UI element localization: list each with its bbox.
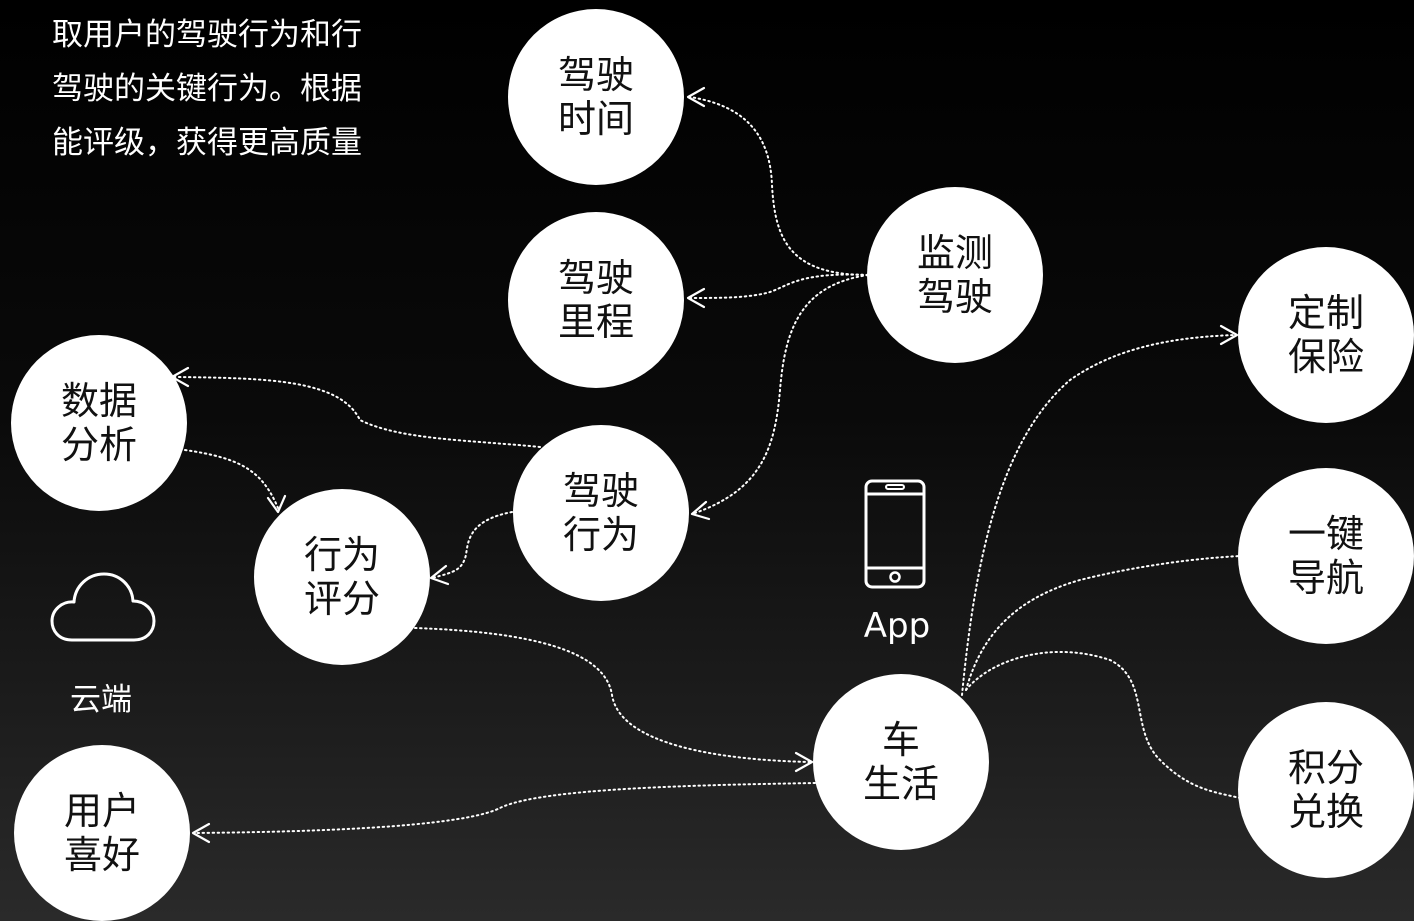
node-car-life: 车 生活 — [813, 674, 989, 850]
intro-line-1: 取用户的驾驶行为和行 — [52, 17, 362, 53]
node-drive-behavior: 驾驶 行为 — [513, 425, 689, 601]
arrowhead-time — [686, 86, 706, 108]
node-one-key-navigation-label: 一键 导航 — [1287, 512, 1364, 600]
node-one-key-navigation: 一键 导航 — [1238, 468, 1414, 644]
arrowhead-score-top — [266, 494, 287, 514]
cloud-label: 云端 — [70, 682, 132, 718]
arrowhead-preference — [191, 822, 211, 844]
node-points-exchange: 积分 兑换 — [1238, 702, 1414, 878]
app-label: App — [863, 606, 931, 646]
connector-behavior-to-analysis — [174, 376, 541, 448]
connector-carlife-to-points — [965, 651, 1241, 799]
cloud-icon — [50, 572, 156, 642]
connector-monitor-to-behavior — [694, 274, 869, 514]
connector-monitor-to-time — [689, 96, 869, 276]
arrowhead-score-right — [429, 564, 450, 586]
arrowhead-carlife — [794, 751, 814, 773]
node-data-analysis-label: 数据 分析 — [60, 379, 137, 467]
node-behavior-score-label: 行为 评分 — [303, 533, 380, 621]
node-custom-insurance-label: 定制 保险 — [1287, 291, 1364, 379]
arrowhead-mileage — [686, 287, 706, 309]
node-drive-mileage: 驾驶 里程 — [508, 212, 684, 388]
connector-monitor-to-mileage — [689, 273, 869, 299]
connector-carlife-to-insurance — [961, 334, 1236, 696]
node-monitor-driving-label: 监测 驾驶 — [916, 231, 993, 319]
intro-text: 取用户的驾驶行为和行 驾驶的关键行为。根据 能评级，获得更高质量 — [0, 8, 362, 170]
arrowhead-behavior — [690, 500, 711, 521]
node-car-life-label: 车 生活 — [862, 718, 939, 806]
node-monitor-driving: 监测 驾驶 — [867, 187, 1043, 363]
node-drive-time: 驾驶 时间 — [508, 9, 684, 185]
connector-carlife-to-navigation — [965, 555, 1241, 691]
node-drive-mileage-label: 驾驶 里程 — [557, 256, 634, 344]
node-user-preference-label: 用户 喜好 — [63, 789, 140, 877]
intro-line-3: 能评级，获得更高质量 — [52, 125, 362, 161]
intro-line-2: 驾驶的关键行为。根据 — [52, 71, 362, 107]
node-behavior-score: 行为 评分 — [254, 489, 430, 665]
node-custom-insurance: 定制 保险 — [1238, 247, 1414, 423]
node-points-exchange-label: 积分 兑换 — [1287, 746, 1364, 834]
arrowhead-insurance — [1219, 324, 1239, 346]
connector-carlife-to-preference — [194, 782, 816, 834]
connector-score-to-carlife — [414, 627, 811, 763]
connector-analysis-to-score — [184, 449, 279, 509]
mobile-phone-icon — [864, 479, 926, 589]
connector-behavior-to-score — [431, 511, 513, 579]
node-drive-time-label: 驾驶 时间 — [557, 53, 634, 141]
node-drive-behavior-label: 驾驶 行为 — [562, 469, 639, 557]
node-data-analysis: 数据 分析 — [11, 335, 187, 511]
node-user-preference: 用户 喜好 — [14, 745, 190, 921]
